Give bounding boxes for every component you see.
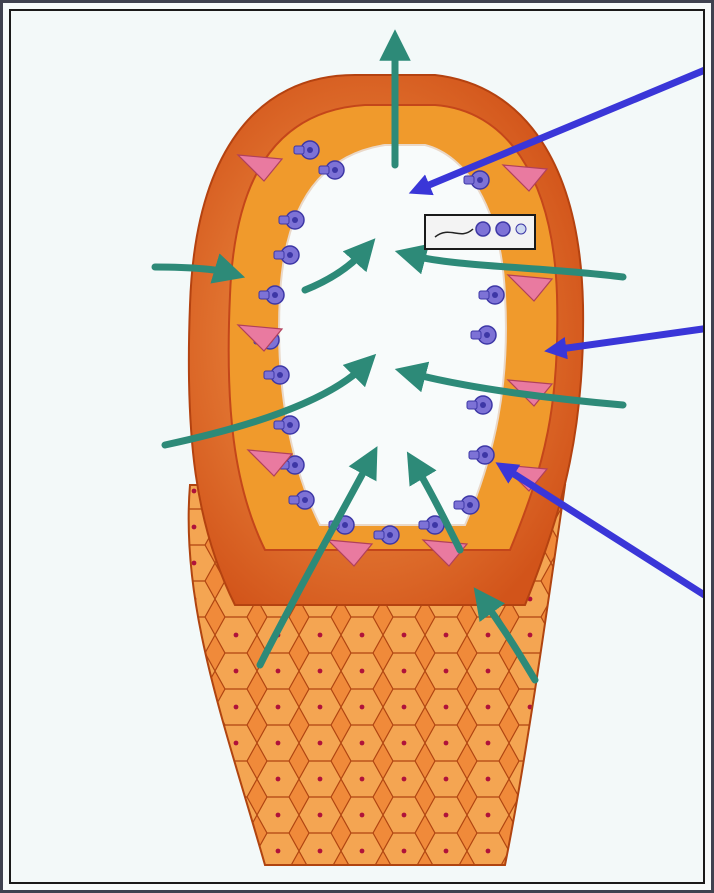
figure-inner (9, 9, 705, 884)
diagram (11, 11, 705, 884)
inset-box (425, 215, 535, 249)
